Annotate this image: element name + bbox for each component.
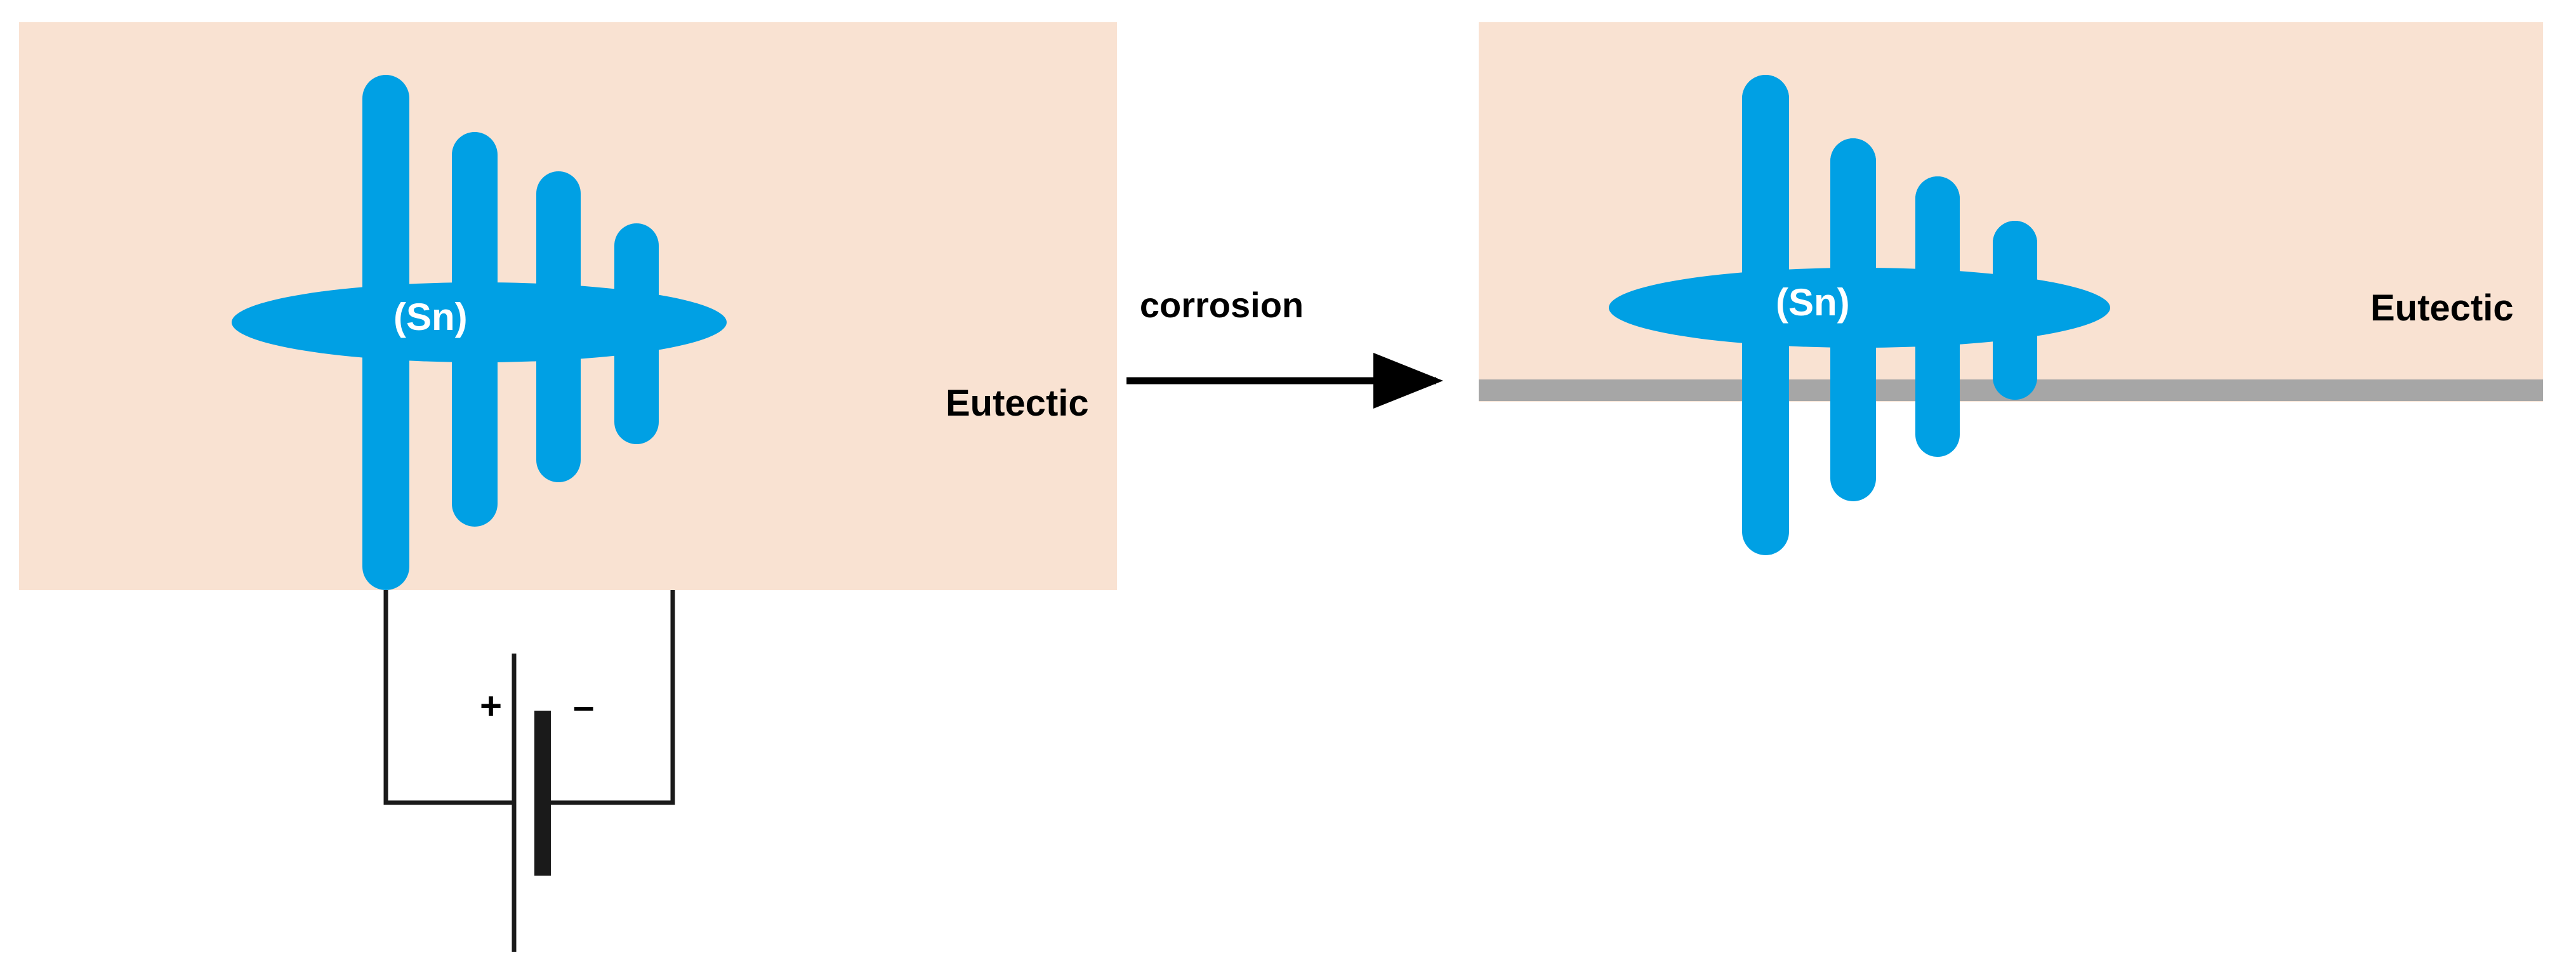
left-dendrite: (Sn) xyxy=(232,75,727,590)
corrosion-transition: corrosion xyxy=(1126,285,1443,409)
battery-plus-label: + xyxy=(480,685,502,727)
right-horizontal-arm xyxy=(1609,268,2110,348)
left-horizontal-arm xyxy=(232,282,727,362)
right-dendrite: (Sn) xyxy=(1609,75,2110,402)
sn-label-right: (Sn) xyxy=(1776,281,1850,324)
battery-minus-label: – xyxy=(573,685,594,727)
corrosion-label: corrosion xyxy=(1140,285,1304,325)
sn-label-left: (Sn) xyxy=(393,296,468,338)
right-panel: (Sn) Eutectic xyxy=(1479,22,2543,555)
battery-negative-plate xyxy=(534,711,551,876)
eutectic-label-left: Eutectic xyxy=(946,383,1089,424)
eutectic-label-right: Eutectic xyxy=(2370,287,2514,329)
circuit xyxy=(383,590,675,952)
left-panel: (Sn) Eutectic + – xyxy=(19,22,1117,952)
circuit-wire-right xyxy=(551,590,675,805)
battery-positive-plate xyxy=(512,654,517,952)
circuit-wire-left xyxy=(383,590,514,805)
